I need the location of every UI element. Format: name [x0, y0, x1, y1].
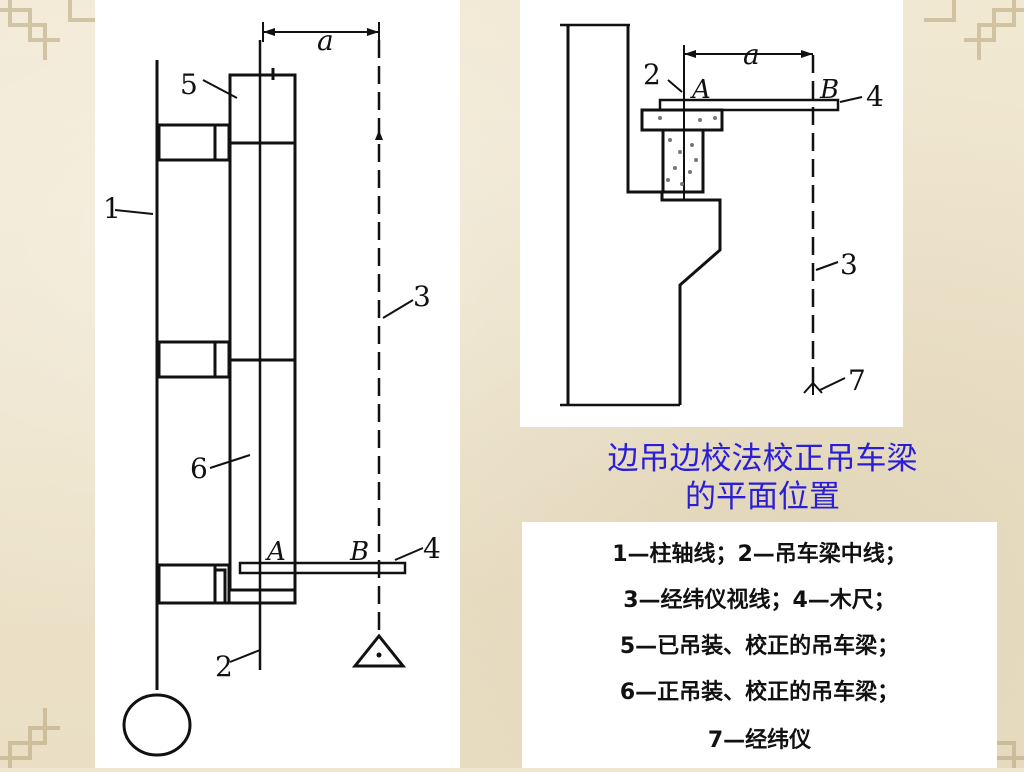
legend-panel: 1—柱轴线；2—吊车梁中线； 3—经纬仪视线；4—木尺； 5—已吊装、校正的吊车…	[522, 522, 997, 768]
label-3: 3	[840, 248, 858, 281]
left-diagram-panel: a 1 2 3 4 5 6 A B	[95, 0, 460, 768]
legend-item: 5—已吊装、校正的吊车梁；	[619, 634, 900, 659]
installing-crane-beam	[228, 141, 297, 362]
leader-line	[815, 261, 839, 271]
decorative-corner-ornament	[0, 708, 60, 768]
point-b-label: B	[819, 75, 839, 105]
theodolite-symbol	[803, 381, 823, 395]
bearing-plate	[640, 108, 724, 132]
label-7: 7	[848, 364, 866, 397]
column-corbel	[626, 25, 722, 405]
leader-line	[382, 299, 414, 319]
leader-line	[819, 377, 846, 391]
leader-line	[209, 454, 251, 469]
installing-crane-beam-lower	[228, 358, 297, 592]
concrete-hatch	[658, 116, 717, 186]
installed-crane-beam	[228, 73, 297, 145]
legend-item: 7—经纬仪	[707, 728, 812, 753]
legend-item: 3—经纬仪视线；4—木尺；	[623, 588, 896, 613]
decorative-corner-ornament	[924, 0, 1024, 60]
point-a-label: A	[265, 537, 286, 567]
right-diagram-panel: a 2 A B 4 3 7	[520, 0, 903, 427]
section-view-diagram: a 2 A B 4 3 7	[560, 23, 884, 407]
legend-item: 1—柱轴线；2—吊车梁中线；	[612, 542, 907, 567]
point-a-label: A	[690, 75, 711, 105]
leader-line	[202, 79, 238, 99]
decorative-corner-ornament	[0, 0, 100, 60]
column-block	[157, 123, 231, 162]
column-block	[157, 340, 231, 379]
label-5: 5	[180, 68, 198, 101]
leader-line	[394, 547, 424, 561]
label-3: 3	[413, 280, 431, 313]
label-1: 1	[103, 192, 121, 225]
point-b-label: B	[349, 537, 369, 567]
dim-a-label: a	[743, 38, 760, 71]
wooden-ruler	[658, 98, 840, 112]
caption-line-1: 边吊边校法校正吊车梁	[607, 441, 918, 477]
leader-line	[667, 79, 683, 93]
leader-line	[229, 649, 261, 663]
label-4: 4	[423, 532, 441, 565]
label-4: 4	[866, 80, 884, 113]
wooden-ruler	[238, 561, 407, 575]
label-6: 6	[190, 452, 208, 485]
leader-line	[839, 96, 863, 103]
dim-a-label: a	[317, 24, 334, 57]
caption-line-2: 的平面位置	[685, 479, 840, 515]
theodolite-symbol	[351, 633, 407, 668]
label-2: 2	[215, 650, 233, 683]
leader-line	[114, 209, 154, 215]
diagram-caption: 边吊边校法校正吊车梁 的平面位置	[520, 440, 1005, 516]
plan-view-diagram: a 1 2 3 4 5 6 A B	[103, 22, 441, 757]
label-2: 2	[643, 58, 661, 91]
column-circle	[122, 693, 192, 757]
legend-item: 6—正吊装、校正的吊车梁；	[619, 680, 900, 705]
